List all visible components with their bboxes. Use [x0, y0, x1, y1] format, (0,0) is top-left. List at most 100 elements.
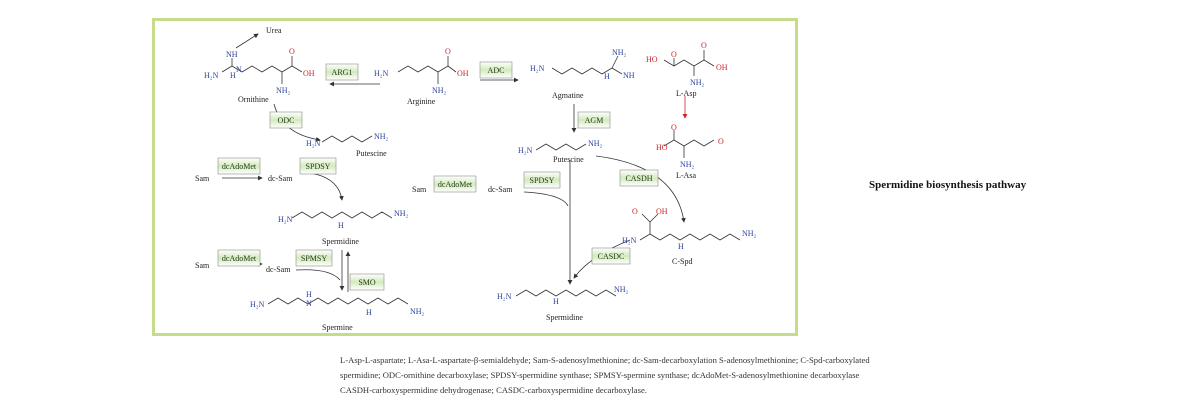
atom-label: NH₂: [276, 86, 291, 95]
atom-label: H: [306, 290, 312, 299]
atom-label: H: [338, 221, 344, 230]
atom-label: NH₂: [374, 132, 389, 141]
atom-label: H: [553, 297, 559, 306]
compound-dcsam-3: dc-Sam: [266, 265, 291, 274]
atom-label: NH₂: [410, 307, 425, 316]
enzyme-adc: ADC: [479, 61, 513, 79]
atom-label: O: [671, 50, 677, 59]
atom-label: O: [718, 137, 724, 146]
atom-label: HO: [656, 143, 668, 152]
enzyme-dcadomet-1: dcAdoMet: [217, 157, 261, 175]
compound-dcsam-2: dc-Sam: [488, 185, 513, 194]
atom-label: H₂N: [278, 215, 293, 224]
atom-label: H: [678, 242, 684, 251]
compound-agmatine: Agmatine: [552, 91, 584, 100]
enzyme-dcadomet-2: dcAdoMet: [433, 175, 477, 193]
enzyme-spdsy-2: SPDSY: [523, 171, 561, 189]
atom-label: HO: [646, 55, 658, 64]
caption-line: CASDH-carboxyspermidine dehydrogenase; C…: [340, 385, 647, 395]
enzyme-agm: AGM: [577, 111, 611, 129]
atom-label: NH₂: [394, 209, 409, 218]
compound-urea: Urea: [266, 26, 282, 35]
atom-label: OH: [656, 207, 668, 216]
atom-label: H₂N: [622, 236, 637, 245]
casdh-arrow: [595, 155, 686, 223]
spdsy-arrow-2: [523, 191, 569, 207]
compound-names: Urea Ornithine Arginine Agmatine L-Asp P…: [195, 26, 696, 332]
compound-arginine: Arginine: [407, 97, 436, 106]
atom-label: NH₂: [680, 160, 695, 169]
compound-spermidine-right: Spermidine: [546, 313, 583, 322]
atom-label: H₂N: [497, 292, 512, 301]
atom-label: H₂N: [250, 300, 265, 309]
compound-dcsam-1: dc-Sam: [268, 174, 293, 183]
atom-label: NH: [623, 71, 635, 80]
atom-label: O: [701, 41, 707, 50]
atom-label: O: [632, 207, 638, 216]
enzyme-spdsy-1: SPDSY: [299, 157, 337, 175]
enzyme-casdc-label: CASDC: [598, 252, 625, 261]
enzyme-dcadomet-2-label: dcAdoMet: [438, 180, 473, 189]
enzyme-casdc: CASDC: [591, 247, 631, 265]
figure-caption: L-Asp-L-aspartate; L-Asa-L-aspartate-β-s…: [340, 353, 970, 398]
enzyme-adc-label: ADC: [488, 66, 505, 75]
enzyme-odc: ODC: [269, 111, 303, 129]
atom-label: H: [230, 71, 236, 80]
atom-label: H₂N: [306, 139, 321, 148]
enzyme-casdh-label: CASDH: [625, 174, 652, 183]
atom-label: H: [604, 72, 610, 81]
atom-label: OH: [457, 69, 469, 78]
atom-label: NH₂: [614, 285, 629, 294]
enzyme-arg1: ARG1: [325, 63, 359, 81]
compound-spermine: Spermine: [322, 323, 353, 332]
atom-label: N: [306, 299, 312, 308]
compound-putrescine-left: Putescine: [356, 149, 387, 158]
atom-label: H₂N: [374, 69, 389, 78]
atom-label: NH₂: [690, 78, 705, 87]
atom-label: OH: [303, 69, 315, 78]
compound-l-asp: L-Asp: [676, 89, 696, 98]
atom-label: H₂N: [204, 71, 219, 80]
compound-putrescine-mid: Putescine: [553, 155, 584, 164]
compound-c-spd: C-Spd: [672, 257, 692, 266]
enzyme-agm-label: AGM: [585, 116, 604, 125]
compound-spermidine-left: Spermidine: [322, 237, 359, 246]
compound-ornithine: Ornithine: [238, 95, 269, 104]
atom-label: OH: [716, 63, 728, 72]
atom-label: N: [236, 65, 242, 74]
enzyme-odc-label: ODC: [278, 116, 295, 125]
atom-label: NH₂: [742, 229, 757, 238]
enzyme-spdsy-1-label: SPDSY: [306, 162, 331, 171]
enzyme-dcadomet-3-label: dcAdoMet: [222, 254, 257, 263]
enzyme-dcadomet-3: dcAdoMet: [217, 249, 261, 267]
atom-label: O: [445, 47, 451, 56]
enzyme-casdh: CASDH: [619, 169, 659, 187]
atom-label: NH: [226, 50, 238, 59]
atom-label: NH₂: [612, 48, 627, 57]
atom-labels: NH H₂N H N NH₂ O OH H₂N NH₂ O OH H₂N H N…: [204, 41, 757, 317]
pathway-title: Spermidine biosynthesis pathway: [869, 179, 1027, 191]
compound-sam-1: Sam: [195, 174, 210, 183]
atom-label: O: [289, 47, 295, 56]
caption-line: spermidine; ODC-ornithine decarboxylase;…: [340, 370, 860, 380]
atom-label: H₂N: [518, 146, 533, 155]
enzyme-smo: SMO: [349, 273, 385, 291]
compound-sam-3: Sam: [195, 261, 210, 270]
spmsy-curve: [295, 269, 341, 281]
compound-l-asa: L-Asa: [676, 171, 696, 180]
enzyme-smo-label: SMO: [358, 278, 376, 287]
caption-line: L-Asp-L-aspartate; L-Asa-L-aspartate-β-s…: [340, 355, 870, 365]
atom-label: H: [366, 308, 372, 317]
atom-label: NH₂: [588, 139, 603, 148]
atom-label: O: [671, 123, 677, 132]
molecule-bonds: [221, 33, 741, 305]
enzyme-boxes: ARG1 ADC ODC AGM dcAdoMet SPDSY dcAdoMet: [217, 61, 659, 291]
enzyme-dcadomet-1-label: dcAdoMet: [222, 162, 257, 171]
enzyme-arg1-label: ARG1: [332, 68, 353, 77]
enzyme-spmsy: SPMSY: [295, 249, 333, 267]
compound-sam-2: Sam: [412, 185, 427, 194]
enzyme-spdsy-2-label: SPDSY: [530, 176, 555, 185]
atom-label: NH₂: [432, 86, 447, 95]
atom-label: H₂N: [530, 64, 545, 73]
